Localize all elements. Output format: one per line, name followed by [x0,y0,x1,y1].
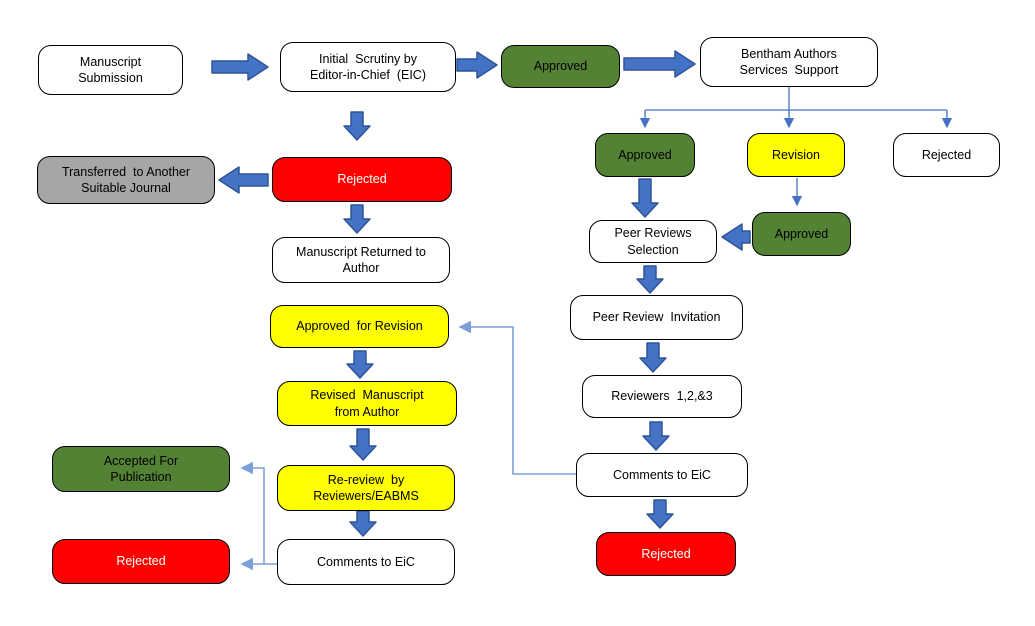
node-rejected-final-right: Rejected [596,532,736,576]
arrow-rejected-to-returned [343,204,371,234]
node-label: Accepted For Publication [103,453,179,485]
node-reviewers: Reviewers 1,2,&3 [582,375,742,418]
node-label: Comments to EiC [317,554,415,569]
connector-comments-to-accepted [240,461,265,564]
arrow-afr-to-revised [346,350,374,379]
connector-bentham-branch-trunk [645,87,947,111]
node-label: Bentham Authors Services Support [739,46,839,78]
node-rejected-bas: Rejected [893,133,1000,177]
arrow-scrutiny-to-rejected [343,111,371,141]
node-label: Rejected [337,172,387,187]
connector-comments-to-approved-for-revision [458,320,576,475]
node-approved-bas: Approved [595,133,695,177]
arrow-approved2-to-selection [721,223,751,251]
node-approved-eic: Approved [501,45,620,88]
node-approved-for-revision: Approved for Revision [270,305,449,348]
arrow-invitation-to-reviewers [639,342,667,373]
arrow-rejected-to-transferred [218,166,269,194]
node-label: Revised Manuscript from Author [310,388,424,419]
node-label: Initial Scrutiny by Editor-in-Chief (EIC… [310,51,426,83]
node-label: Rejected [641,546,691,561]
arrow-selection-to-invitation [636,265,664,294]
node-peer-review-invitation: Peer Review Invitation [570,295,743,340]
node-label: Approved [618,147,672,162]
node-revised-manuscript: Revised Manuscript from Author [277,381,457,426]
node-manuscript-returned: Manuscript Returned to Author [272,237,450,283]
node-transferred-journal: Transferred to Another Suitable Journal [37,156,215,204]
node-label: Approved [533,59,588,74]
arrow-scrutiny-to-approved [456,51,498,79]
arrow-revised-to-rereview [349,428,377,461]
node-initial-scrutiny: Initial Scrutiny by Editor-in-Chief (EIC… [280,42,456,92]
arrow-reviewers-to-comments [642,421,670,451]
node-re-review: Re-review by Reviewers/EABMS [277,465,455,511]
node-label: Reviewers 1,2,&3 [611,389,713,404]
arrow-rereview-to-comments-left [349,510,377,537]
node-label: Approved [774,226,829,241]
arrow-comments-to-rejected-right [646,499,674,529]
node-approved-after-revision: Approved [752,212,851,256]
node-rejected-eic: Rejected [272,157,452,202]
node-label: Peer Reviews Selection [614,226,692,257]
arrow-approved-to-bentham [623,50,696,78]
node-accepted-publication: Accepted For Publication [52,446,230,492]
node-label: Comments to EiC [613,467,711,482]
node-label: Rejected [116,554,166,569]
node-label: Peer Review Invitation [592,310,721,325]
node-manuscript-submission: Manuscript Submission [38,45,183,95]
node-label: Manuscript Returned to Author [296,244,426,276]
arrow-approved-to-selection [631,178,659,218]
node-label: Revision [772,147,820,162]
node-bentham-support: Bentham Authors Services Support [700,37,878,87]
node-comments-to-eic-left: Comments to EiC [277,539,455,585]
node-comments-to-eic-right: Comments to EiC [576,453,748,497]
node-label: Rejected [921,147,972,162]
node-label: Manuscript Submission [78,54,143,86]
node-label: Approved for Revision [296,319,423,334]
node-revision: Revision [747,133,845,177]
node-peer-reviews-selection: Peer Reviews Selection [589,220,717,263]
node-label: Re-review by Reviewers/EABMS [313,472,419,504]
node-rejected-final-left: Rejected [52,539,230,584]
arrow-submission-to-scrutiny [211,53,269,81]
node-label: Transferred to Another Suitable Journal [61,164,191,196]
